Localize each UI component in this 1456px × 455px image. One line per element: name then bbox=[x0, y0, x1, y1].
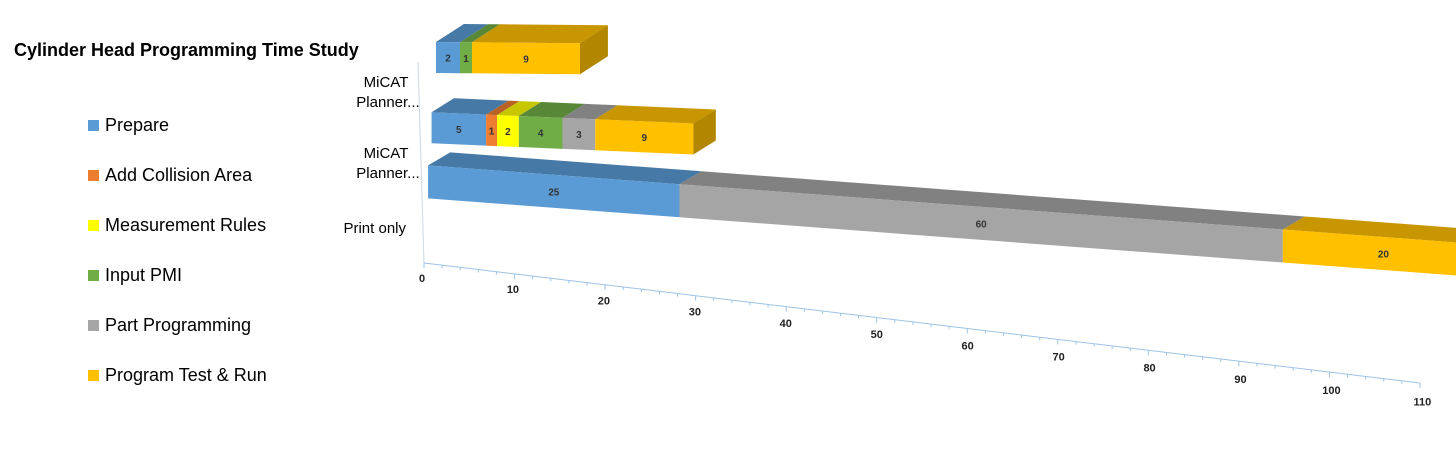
bar-end-face bbox=[580, 25, 608, 75]
bar-segment-program-test-run: 9 bbox=[595, 105, 716, 155]
bar-top-face bbox=[436, 24, 488, 43]
x-axis-line bbox=[423, 262, 1421, 384]
legend-label: Part Programming bbox=[105, 314, 252, 335]
bar-segment-prepare: 2 bbox=[436, 24, 488, 74]
bar-front-face bbox=[460, 42, 472, 74]
legend-item-input-pmi: Input PMI bbox=[88, 250, 328, 300]
bar-top-face bbox=[497, 101, 542, 117]
x-tick-label: 50 bbox=[871, 329, 883, 341]
bar-segment-program-test-run: 20 bbox=[1282, 216, 1456, 276]
y-axis-line bbox=[417, 61, 425, 264]
bar-front-face bbox=[431, 112, 487, 146]
bar-top-face bbox=[562, 103, 618, 120]
data-label: 2 bbox=[445, 54, 451, 65]
bar-front-face bbox=[1282, 229, 1456, 276]
legend-item-measurement-rules: Measurement Rules bbox=[88, 200, 328, 250]
bar-segment-prepare: 25 bbox=[428, 152, 702, 218]
bar-end-face bbox=[693, 109, 716, 155]
x-tick-label: 60 bbox=[962, 340, 974, 352]
data-label: 1 bbox=[463, 54, 469, 65]
x-tick-label: 110 bbox=[1414, 396, 1432, 408]
legend-label: Input PMI bbox=[105, 264, 183, 285]
x-tick-label: 90 bbox=[1234, 374, 1246, 386]
bar-top-face bbox=[486, 100, 520, 116]
legend-label: Add Collision Area bbox=[105, 164, 253, 185]
data-label: 9 bbox=[642, 133, 648, 144]
bar-front-face bbox=[472, 42, 580, 75]
bar-top-face bbox=[460, 24, 500, 43]
bar-front-face bbox=[428, 165, 680, 218]
bar-segment-prepare: 5 bbox=[431, 98, 509, 146]
legend-item-part-programming: Part Programming bbox=[88, 300, 328, 350]
bar-front-face bbox=[436, 42, 460, 74]
legend-swatch bbox=[88, 119, 99, 131]
x-tick-label: 80 bbox=[1143, 363, 1155, 375]
x-tick-label: 0 bbox=[419, 273, 425, 285]
legend-item-program-test-run: Program Test & Run bbox=[88, 350, 328, 400]
bar-top-face bbox=[1282, 216, 1456, 243]
data-label: 9 bbox=[523, 54, 529, 65]
bar-top-face bbox=[595, 105, 716, 124]
legend-swatch bbox=[88, 369, 99, 381]
bar-segment-part-programming: 3 bbox=[562, 103, 618, 151]
x-tick-label: 40 bbox=[780, 318, 792, 330]
data-label: 4 bbox=[538, 128, 544, 139]
bar-segment-add-collision-area: 1 bbox=[486, 100, 520, 147]
data-label: 3 bbox=[576, 130, 582, 141]
data-label: 25 bbox=[548, 187, 560, 198]
legend-swatch bbox=[88, 319, 99, 331]
x-tick-label: 30 bbox=[689, 307, 701, 319]
bar-top-face bbox=[679, 171, 1305, 230]
chart-title: Cylinder Head Programming Time Study bbox=[14, 40, 359, 60]
legend-item-add-collision-area: Add Collision Area bbox=[88, 150, 328, 200]
x-tick-label: 70 bbox=[1052, 351, 1064, 363]
data-label: 60 bbox=[976, 219, 988, 230]
x-tick-label: 10 bbox=[507, 284, 519, 296]
bar-top-face bbox=[518, 102, 585, 118]
data-label: 2 bbox=[505, 127, 511, 138]
data-label: 20 bbox=[1378, 250, 1390, 261]
bar-front-face bbox=[595, 119, 694, 155]
x-tick-label: 100 bbox=[1322, 385, 1340, 397]
bar-segment-input-pmi: 1 bbox=[460, 24, 500, 74]
legend-label: Program Test & Run bbox=[105, 364, 267, 385]
bar-top-face bbox=[428, 152, 702, 185]
legend-swatch bbox=[88, 219, 99, 231]
bar-top-face bbox=[472, 24, 608, 44]
legend-item-prepare: Prepare bbox=[88, 100, 328, 150]
category-label: Print only bbox=[343, 220, 406, 237]
bar-front-face bbox=[679, 184, 1283, 263]
bar-segment-part-programming: 60 bbox=[679, 171, 1305, 263]
legend-label: Prepare bbox=[105, 114, 170, 135]
data-label: 5 bbox=[456, 125, 462, 136]
legend-swatch bbox=[88, 269, 99, 281]
bar-front-face bbox=[518, 116, 563, 149]
legend-label: Measurement Rules bbox=[105, 214, 267, 235]
bar-segment-input-pmi: 4 bbox=[518, 102, 585, 149]
bar-segment-program-test-run: 9 bbox=[472, 24, 608, 75]
data-label: 1 bbox=[489, 126, 495, 137]
x-tick-label: 20 bbox=[598, 295, 610, 307]
bar-top-face bbox=[431, 98, 509, 115]
bar-front-face bbox=[497, 115, 519, 148]
bar-segment-measurement-rules: 2 bbox=[497, 101, 542, 148]
legend-swatch bbox=[88, 169, 99, 181]
bar-front-face bbox=[562, 117, 596, 151]
bar-front-face bbox=[486, 114, 498, 147]
